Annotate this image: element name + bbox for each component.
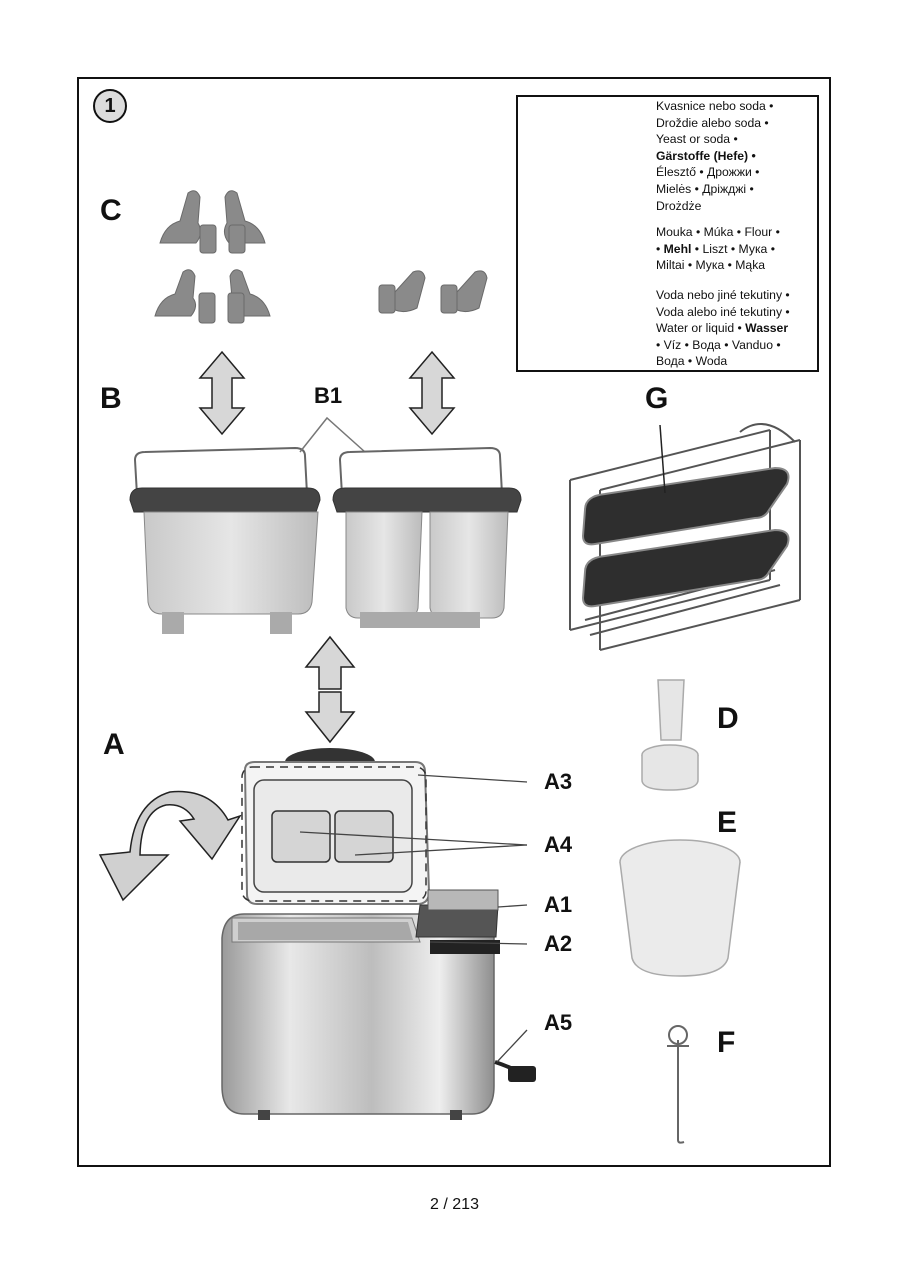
yeast-label: Kvasnice nebo soda • Droždie alebo soda … xyxy=(656,99,774,213)
label-a: A xyxy=(103,728,125,761)
label-b1: B1 xyxy=(314,383,343,408)
ingredients-inset xyxy=(516,95,819,372)
label-f: F xyxy=(717,1026,736,1059)
label-a1: A1 xyxy=(544,892,573,917)
label-e: E xyxy=(717,806,738,839)
page-number: 2 / 213 xyxy=(430,1196,479,1213)
b1-leader-line xyxy=(299,416,366,453)
label-a3: A3 xyxy=(544,769,573,794)
label-d: D xyxy=(717,702,739,735)
baguette-tray-rack xyxy=(569,423,801,651)
baguette-trays xyxy=(581,466,790,608)
figure-number-badge: 1 xyxy=(93,89,127,123)
bread-maker xyxy=(221,748,536,1120)
baking-pan-single xyxy=(129,446,321,634)
label-c: C xyxy=(100,194,122,227)
label-a2: A2 xyxy=(544,931,573,956)
baking-pan-double xyxy=(332,446,522,628)
a-leader-lines xyxy=(299,774,528,1063)
double-arrow-icons xyxy=(198,350,456,744)
g-leader-line xyxy=(659,424,666,494)
label-g: G xyxy=(645,382,669,415)
figure-frame xyxy=(77,77,831,1167)
rotate-arrow-icon xyxy=(98,790,242,902)
flour-label: Mouka • Múka • Flour • • Mehl • Liszt • … xyxy=(656,225,780,273)
label-b: B xyxy=(100,382,122,415)
measuring-cup xyxy=(619,839,741,977)
measuring-spoon xyxy=(641,679,699,791)
kneading-paddles xyxy=(154,190,488,324)
paddle-hook xyxy=(667,1025,689,1144)
label-a5: A5 xyxy=(544,1010,573,1035)
label-a4: A4 xyxy=(544,832,573,857)
water-label: Voda nebo jiné tekutiny • Voda alebo iné… xyxy=(656,288,790,369)
